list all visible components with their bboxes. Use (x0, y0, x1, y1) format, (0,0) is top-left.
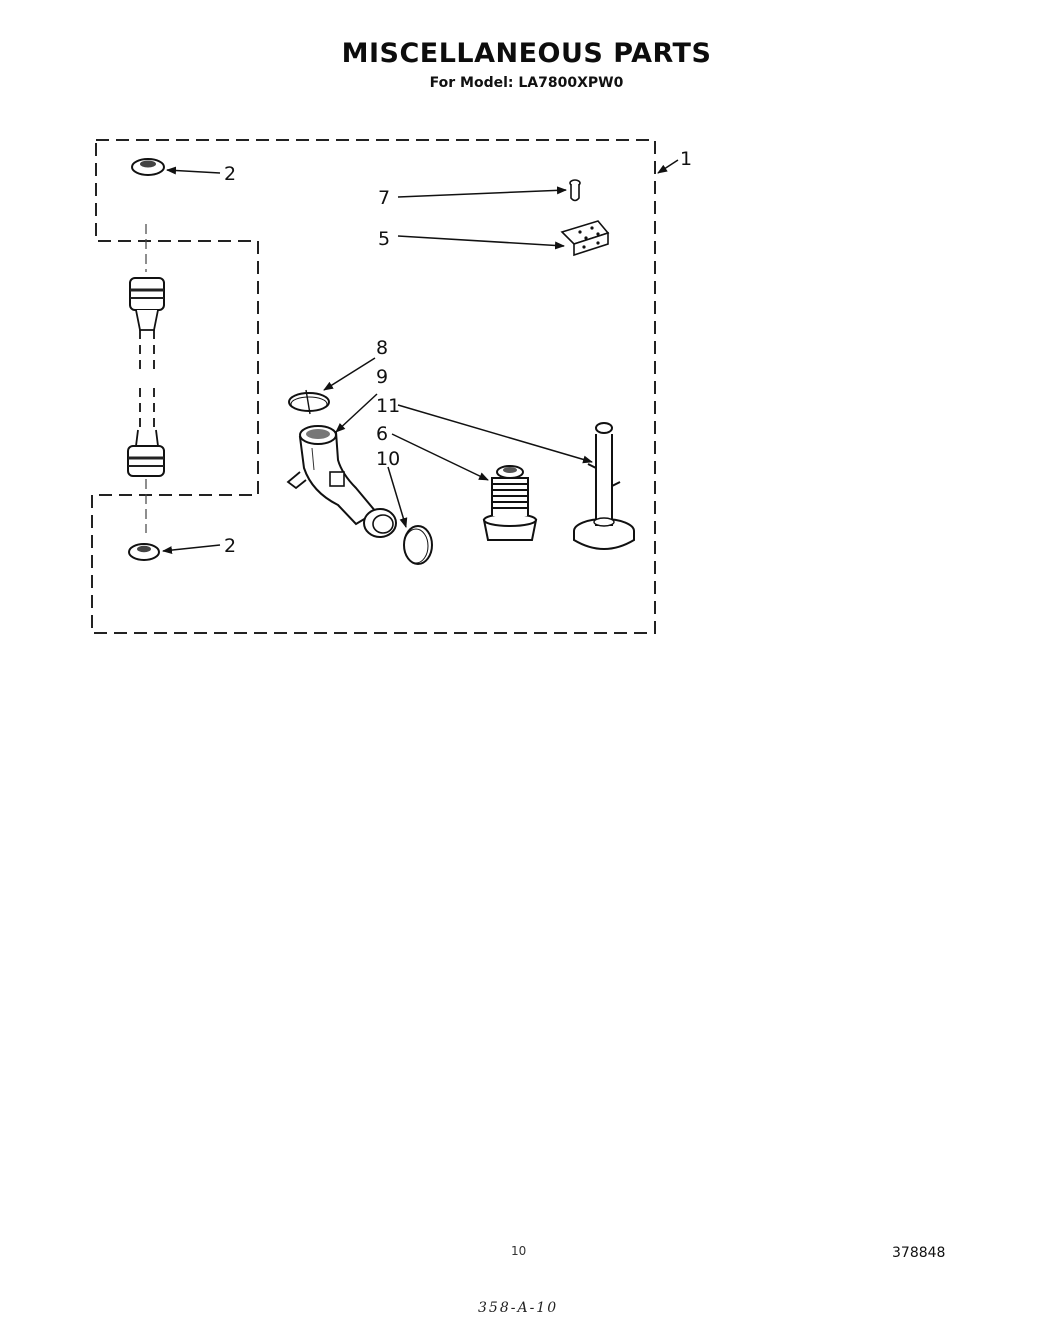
elbow-part (286, 425, 397, 538)
model-subtitle: For Model: LA7800XPW0 (429, 75, 624, 91)
callout-foot: 6 (376, 423, 388, 445)
leveling-foot-part (482, 465, 538, 541)
callout-ring-a: 8 (376, 337, 388, 359)
document-number: 378848 (892, 1245, 946, 1261)
callout-washer-bottom: 2 (224, 535, 236, 557)
callout-elbow: 9 (376, 366, 388, 388)
callout-ring-b: 10 (376, 448, 400, 470)
hose-part (127, 277, 165, 477)
callout-kit: 1 (680, 148, 692, 170)
kit-boundary (91, 139, 656, 634)
washer-top-part (131, 158, 165, 176)
ring-10-part (403, 525, 433, 565)
screw-part (569, 179, 581, 202)
ring-8-part (288, 389, 330, 415)
page-title: MISCELLANEOUS PARTS (341, 38, 712, 69)
page-number: 10 (511, 1244, 527, 1258)
callout-screw: 7 (378, 187, 390, 209)
handwritten-code: 358-A-10 (478, 1300, 559, 1316)
washer-bottom-part (128, 543, 160, 561)
leveler-tool-part (573, 422, 635, 550)
callout-clip: 5 (378, 228, 390, 250)
clip-part (560, 220, 610, 257)
callout-leveler: 11 (376, 395, 400, 417)
callout-washer-top: 2 (224, 163, 236, 185)
